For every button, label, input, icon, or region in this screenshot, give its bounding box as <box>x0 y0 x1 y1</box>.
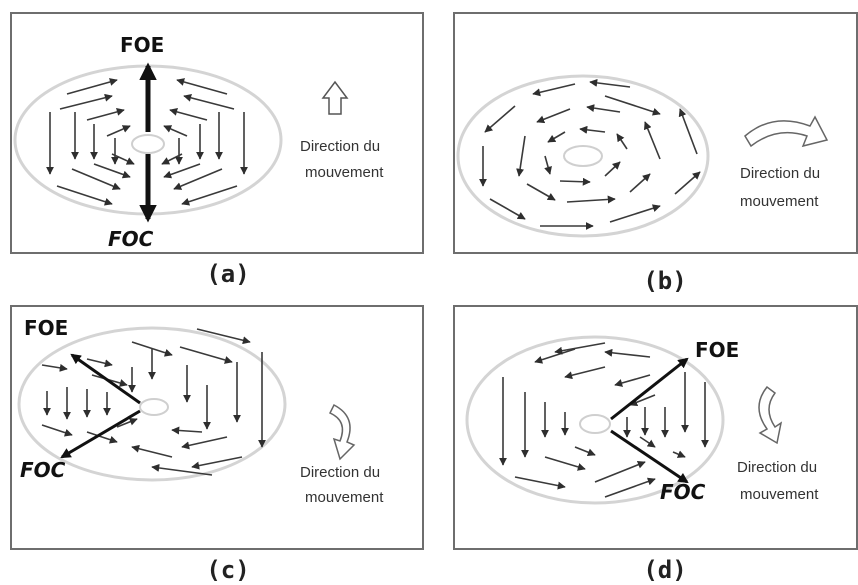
panel-b: Direction du mouvement <box>453 12 858 254</box>
arrow-up-icon <box>321 80 349 115</box>
direction-label-line2: mouvement <box>305 489 384 506</box>
foe-foc-axis <box>60 353 141 459</box>
panel-d: FOE FOC Direction du mouvement <box>453 305 858 550</box>
caption-b: (b) <box>643 267 687 295</box>
center-ellipse <box>131 134 165 154</box>
direction-label-line2: mouvement <box>305 164 384 181</box>
foe-label: FOE <box>24 316 68 340</box>
foe-label: FOE <box>695 338 739 362</box>
panel-c: FOE FOC Direction du mouvement <box>10 305 424 550</box>
curved-arrow-down-icon <box>758 385 783 445</box>
rotation-arrows <box>479 78 701 230</box>
center-ellipse <box>579 414 611 434</box>
panel-b-diagram: Direction du mouvement <box>456 74 829 238</box>
flow-field-ellipse <box>17 326 287 482</box>
flow-arrows <box>46 78 248 206</box>
flow-arrows <box>41 328 266 476</box>
flow-field-ellipse <box>465 335 725 505</box>
foe-foc-axis <box>610 357 689 484</box>
center-ellipse <box>563 145 603 167</box>
direction-label-line1: Direction du <box>740 165 820 182</box>
panel-a: FOE FOC Direction du mouvement <box>10 12 424 254</box>
curved-arrow-right-icon <box>744 115 829 148</box>
direction-label-line1: Direction du <box>300 138 380 155</box>
foc-label: FOC <box>108 227 154 251</box>
foc-label: FOC <box>660 480 706 504</box>
curved-arrow-down-icon <box>328 403 356 461</box>
direction-label-line1: Direction du <box>737 459 817 476</box>
foe-label: FOE <box>120 33 164 57</box>
panel-d-diagram: FOE FOC Direction du mouvement <box>465 335 819 505</box>
center-ellipse <box>139 398 169 416</box>
caption-a: (a) <box>206 260 250 288</box>
direction-label-line2: mouvement <box>740 486 819 503</box>
caption-c: (c) <box>206 556 250 584</box>
direction-label-line1: Direction du <box>300 464 380 481</box>
flow-arrows <box>499 342 709 498</box>
caption-d: (d) <box>643 556 687 584</box>
flow-field-ellipse <box>456 74 710 238</box>
panel-a-diagram: FOE FOC Direction du mouvement <box>13 33 384 251</box>
panel-c-diagram: FOE FOC Direction du mouvement <box>17 316 384 506</box>
direction-label-line2: mouvement <box>740 193 819 210</box>
foc-label: FOC <box>20 458 66 482</box>
